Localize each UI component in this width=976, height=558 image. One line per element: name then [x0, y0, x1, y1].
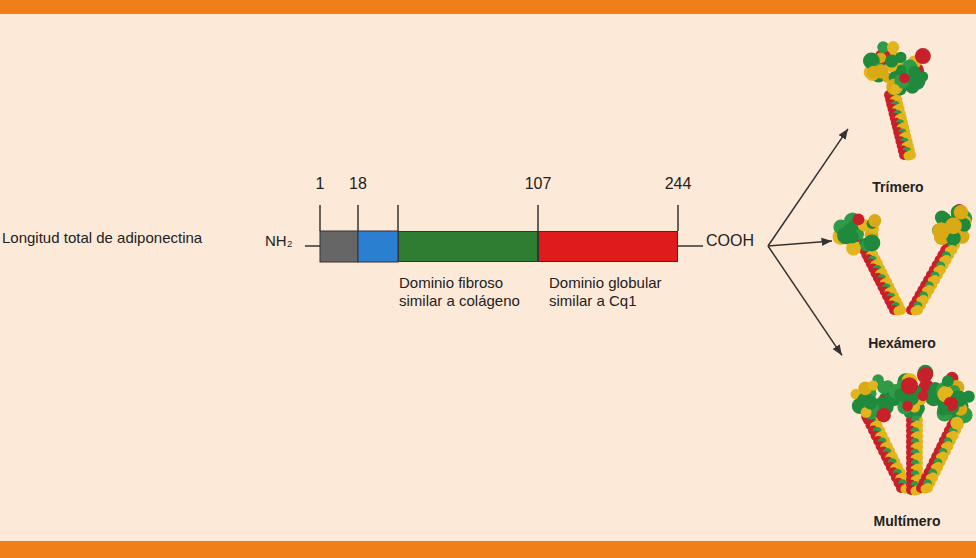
arrow-connector: [768, 246, 842, 355]
arrow-connector: [768, 129, 848, 246]
bar-title: Longitud total de adiponectina: [2, 229, 202, 247]
signal-segment: [320, 231, 358, 262]
residue-number: 1: [300, 174, 340, 194]
terminal-label: COOH: [706, 232, 754, 250]
protein-bar: Longitud total de adiponectina NH₂ COOH Dom…: [0, 196, 766, 316]
multimer-structure: Multímero: [842, 350, 972, 530]
structure-label: Hexámero: [832, 334, 972, 352]
variable-segment: [358, 231, 398, 262]
n-terminal-line: [305, 245, 320, 247]
top-band: [0, 0, 976, 14]
residue-number: 244: [658, 174, 698, 194]
residue-number: 107: [518, 174, 558, 194]
protein-structures: [833, 41, 975, 495]
trimer-structure: Trímero: [848, 28, 948, 196]
domain-label: Dominio fibroso similar a colágeno: [399, 274, 541, 310]
residue-number: 18: [338, 174, 378, 194]
arrow-connector: [768, 241, 832, 246]
structure-label: Trímero: [848, 178, 948, 196]
globular-domain: Dominio globular similar a Cq1: [538, 231, 678, 262]
tick-lines: [320, 205, 678, 231]
domain-label: Dominio globular similar a Cq1: [549, 274, 691, 310]
hexamer-structure: Hexámero: [832, 200, 972, 352]
terminal-label: NH₂: [265, 232, 293, 250]
bottom-band: [0, 541, 976, 558]
c-terminal-line: [678, 245, 703, 247]
structure-label: Multímero: [842, 512, 972, 530]
collagen-domain: Dominio fibroso similar a colágeno: [398, 231, 538, 262]
